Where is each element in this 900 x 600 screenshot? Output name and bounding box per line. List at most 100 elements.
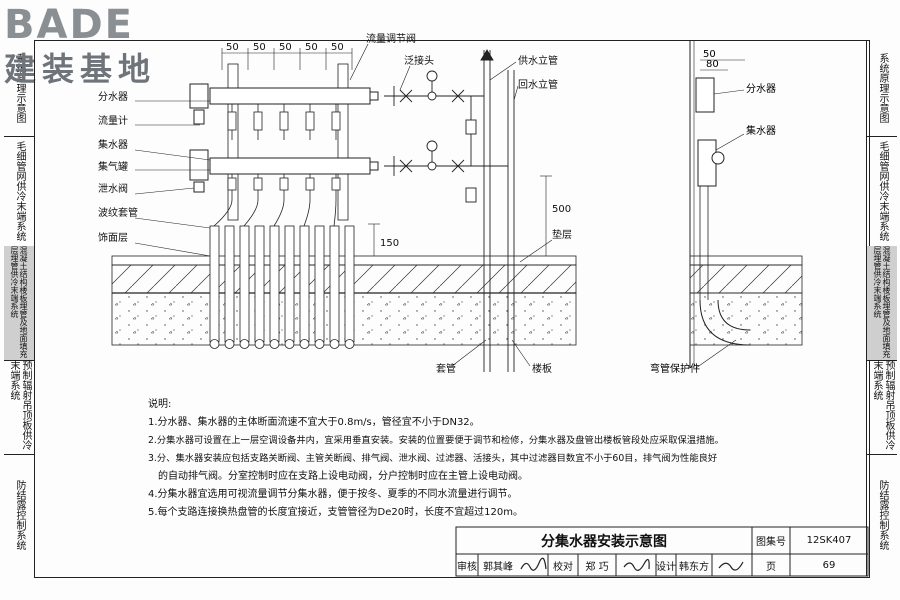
designer-name: 韩东方	[679, 561, 709, 573]
branch-pipe	[224, 225, 235, 343]
branch-valve	[331, 177, 341, 191]
branch-pipe-end	[239, 339, 250, 349]
branch-pipe	[209, 225, 220, 343]
label-corrugated-sleeve: 波纹套管	[98, 206, 138, 219]
dim-150: 150	[380, 238, 399, 249]
right-tab-1-label: 系统原理示意图	[877, 53, 888, 123]
notes: 说明: 1.分水器、集水器的主体断面流速不宜大于0.8m/s，管径宜不小于DN3…	[148, 396, 848, 522]
label-union: 泛接头	[404, 54, 434, 67]
note-3: 3.分、集水器安装应包括支路关断阀、主管关断阀、排气阀、泄水阀、过滤器、活接头，…	[148, 453, 718, 464]
branch-pipe-end	[344, 339, 355, 349]
design-label: 设计	[656, 561, 676, 573]
left-tab-1-label: 系统原理示意图	[14, 53, 25, 123]
dim-50-1: 50	[226, 42, 239, 53]
note-4: 4.分集水器宜选用可视流量调节分集水器，便于按冬、夏季的不同水流量进行调节。	[148, 489, 518, 500]
branch-pipe	[314, 225, 325, 343]
branch-valve	[227, 177, 237, 191]
side-dim-80: 80	[706, 59, 719, 70]
page-number: 69	[822, 559, 836, 571]
label-slab: 楼板	[532, 362, 552, 375]
branch-pipe-end	[314, 339, 325, 349]
review-label: 审核	[457, 561, 477, 573]
side-dim-50: 50	[703, 49, 716, 60]
note-3-cont: 的自动排气阀。分室控制时应在支路上设电动阀，分户控制时应在主管上设电动阀。	[158, 471, 528, 482]
dimension-lines	[134, 43, 553, 367]
atlas-label: 图集号	[756, 537, 786, 548]
checker-signature	[616, 554, 656, 576]
flowmeter	[227, 111, 237, 131]
dim-50-2: 50	[253, 42, 266, 53]
page-label: 页	[766, 561, 776, 573]
right-tab-3[interactable]: 混凝土结构楼板埋管及地面填充层埋管供冷末端系统	[867, 246, 897, 361]
logo-chinese: 建装基地	[4, 50, 157, 88]
right-tab-4-label: 预制辐射吊顶板供冷末端系统	[871, 360, 894, 450]
branch-valve	[253, 177, 263, 191]
branch-valve	[279, 177, 289, 191]
flowmeter	[305, 111, 315, 131]
left-tab-5[interactable]: 防结露控制系统	[4, 454, 34, 576]
reviewer-signature	[518, 554, 548, 576]
left-tab-4-label: 预制辐射吊顶板供冷末端系统	[8, 360, 31, 450]
label-flowmeter: 流量计	[98, 114, 128, 127]
title-block-grid	[455, 526, 869, 577]
finish-layer	[111, 255, 577, 266]
branch-pipe-end	[209, 339, 220, 349]
label-cushion: 垫层	[552, 228, 572, 241]
dim-500: 500	[552, 204, 571, 215]
label-distributor: 分水器	[98, 91, 128, 103]
right-tab-2-label: 毛细管网供冷末端系统	[877, 141, 888, 241]
floor-section	[111, 255, 577, 346]
right-tab-1[interactable]: 系统原理示意图	[867, 40, 897, 137]
note-1: 1.分水器、集水器的主体断面流速不宜大于0.8m/s，管径宜不小于DN32。	[148, 417, 480, 428]
designer-signature	[712, 554, 752, 576]
left-tab-3[interactable]: 混凝土结构楼板埋管及地面填充层埋管供冷末端系统	[4, 246, 34, 361]
branch-pipe	[344, 225, 355, 343]
right-tab-5[interactable]: 防结露控制系统	[867, 454, 897, 576]
branch-pipe-end	[299, 339, 310, 349]
note-2: 2.分集水器可设置在上一层空调设备井内，宜采用垂直安装。安装的位置要便于调节和检…	[148, 435, 724, 446]
dim-50-4: 50	[305, 42, 318, 53]
branch-pipe	[299, 225, 310, 343]
check-label: 校对	[553, 561, 573, 573]
dim-50-5: 50	[331, 42, 344, 53]
reviewer-name: 郭其峰	[483, 561, 513, 573]
branch-pipe-end	[329, 339, 340, 349]
left-tab-3-label: 混凝土结构楼板埋管及地面填充层埋管供冷末端系统	[10, 246, 28, 358]
floor-slab	[111, 292, 577, 346]
branch-pipe	[254, 225, 265, 343]
label-sleeve: 套管	[436, 362, 456, 375]
left-tab-1[interactable]: 系统原理示意图	[4, 40, 34, 137]
branch-pipe	[284, 225, 295, 343]
left-tab-2-label: 毛细管网供冷末端系统	[14, 141, 25, 241]
right-tab-3-label: 混凝土结构楼板埋管及地面填充层埋管供冷末端系统	[873, 246, 891, 358]
label-air-tank: 集气罐	[98, 160, 128, 173]
label-supply-riser: 供水立管	[518, 54, 558, 67]
label-flow-valve: 流量调节阀	[366, 32, 416, 45]
branch-valve	[305, 177, 315, 191]
right-tab-4[interactable]: 预制辐射吊顶板供冷末端系统	[867, 360, 897, 455]
right-tab-5-label: 防结露控制系统	[877, 480, 888, 550]
branch-pipes	[209, 104, 355, 349]
branch-pipe	[329, 225, 340, 343]
flowmeter	[331, 111, 341, 131]
branch-pipe-end	[254, 339, 265, 349]
note-5: 5.每个支路连接换热盘管的长度宜接近，支管管径为De20时，长度不宜超过120m…	[148, 507, 523, 518]
side-view: 50 80 分水器 集水器 弯管保护件	[650, 40, 803, 375]
notes-heading: 说明:	[148, 399, 172, 410]
collector-bar	[209, 157, 371, 175]
flowmeter	[253, 111, 263, 131]
right-tab-column: 系统原理示意图 毛细管网供冷末端系统 混凝土结构楼板埋管及地面填充层埋管供冷末端…	[866, 40, 897, 576]
flowmeter	[279, 111, 289, 131]
side-label-collector: 集水器	[746, 124, 776, 137]
branch-pipe	[269, 225, 280, 343]
cushion-layer	[111, 264, 577, 294]
left-tab-4[interactable]: 预制辐射吊顶板供冷末端系统	[4, 360, 34, 455]
atlas-number: 12SK407	[806, 535, 852, 546]
checker-name: 郑 巧	[585, 561, 609, 573]
drawing-title: 分集水器安装示意图	[541, 533, 667, 550]
distributor-bar	[209, 87, 371, 105]
risers	[384, 49, 515, 372]
branch-pipe-end	[284, 339, 295, 349]
